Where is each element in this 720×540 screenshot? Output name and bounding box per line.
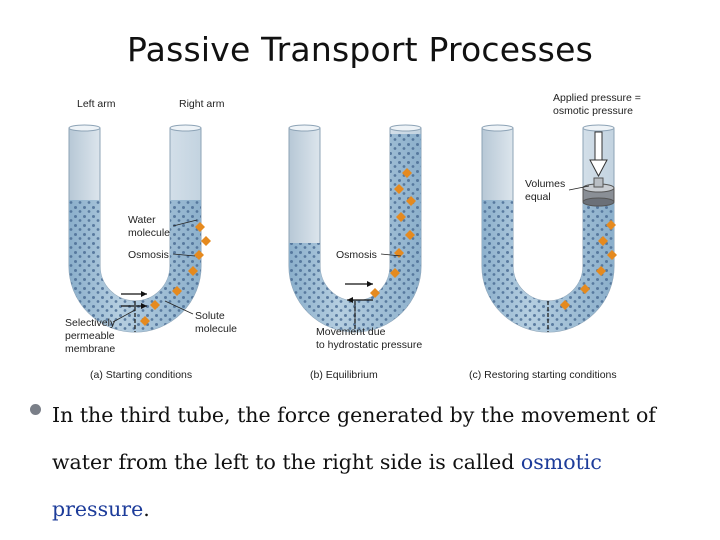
bullet-text-after: . (143, 497, 150, 521)
figure-labels: Left arm Right arm Applied pressure = os… (65, 92, 641, 381)
label-osmosis-b: Osmosis (336, 249, 377, 261)
label-movement-1: Movement due (316, 326, 386, 338)
label-membrane-1: Selectively (65, 317, 116, 329)
label-applied-pressure-2: osmotic pressure (553, 105, 633, 117)
bullet-text-before: In the third tube, the force generated b… (52, 403, 656, 474)
highlight-osmotic-pressure: osmotic pressure (52, 450, 602, 521)
solute-molecules-b (370, 168, 416, 298)
bullet-text: In the third tube, the force generated b… (52, 392, 697, 533)
applied-pressure-arrow (589, 131, 608, 178)
label-solute-2: molecule (195, 323, 237, 335)
label-applied-pressure-1: Applied pressure = (553, 92, 641, 104)
label-volumes-equal-1: Volumes (525, 178, 565, 190)
caption-b: (b) Equilibrium (310, 369, 378, 381)
solute-molecules-c (560, 220, 617, 310)
label-osmosis-a: Osmosis (128, 249, 169, 261)
label-membrane-2: permeable (65, 330, 115, 342)
slide-title: Passive Transport Processes (127, 30, 593, 69)
label-right-arm: Right arm (179, 98, 225, 110)
tube-c (481, 124, 617, 333)
bullet-icon (30, 404, 41, 415)
caption-a: (a) Starting conditions (90, 369, 192, 381)
label-volumes-equal-2: equal (525, 191, 551, 203)
solute-molecules-a (140, 222, 211, 326)
label-water-molecule-2: molecule (128, 227, 170, 239)
osmosis-figure: Left arm Right arm Applied pressure = os… (55, 88, 665, 386)
label-membrane-3: membrane (65, 343, 115, 355)
label-movement-2: to hydrostatic pressure (316, 339, 422, 351)
label-solute-1: Solute (195, 310, 225, 322)
label-left-arm: Left arm (77, 98, 116, 110)
label-water-molecule-1: Water (128, 214, 156, 226)
caption-c: (c) Restoring starting conditions (469, 369, 617, 381)
piston-weight (582, 177, 615, 207)
